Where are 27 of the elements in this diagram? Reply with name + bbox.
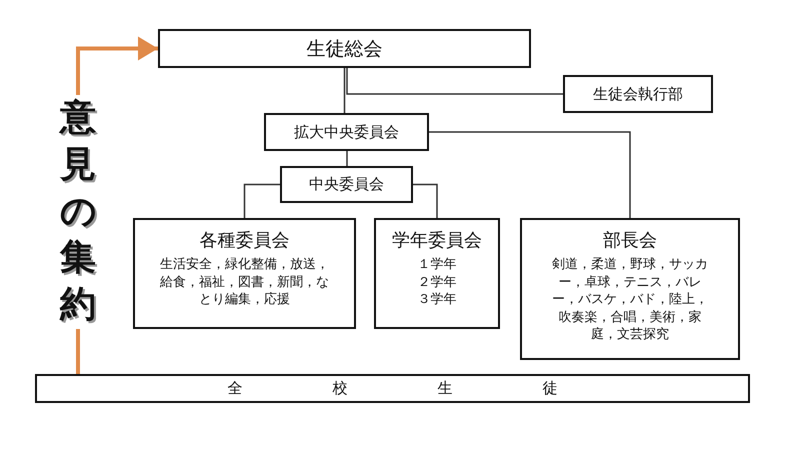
committee-box bbox=[133, 218, 356, 329]
node-title: 生徒総会 bbox=[306, 36, 382, 62]
committee-box bbox=[280, 166, 413, 203]
executive-box bbox=[563, 75, 713, 113]
node-title: 各種委員会 bbox=[200, 229, 290, 252]
node-title: 全校生徒 bbox=[228, 379, 648, 398]
node-title: 学年委員会 bbox=[392, 229, 482, 252]
connector-line bbox=[244, 184, 280, 218]
connector-line bbox=[346, 151, 348, 166]
node-title: 部長会 bbox=[603, 229, 657, 252]
node-title: 中央委員会 bbox=[309, 175, 384, 194]
committee-box bbox=[264, 113, 429, 151]
grade-label: １学年 bbox=[418, 256, 456, 274]
member-list: 剣道，柔道，野球，サッカー，卓球，テニス，バレー，バスケ，バド，陸上，吹奏楽，合唱，美術，家庭，文芸探究 bbox=[546, 256, 714, 344]
grade-label: ２学年 bbox=[418, 274, 456, 292]
student-body-box bbox=[35, 374, 750, 403]
node-title: 生徒会執行部 bbox=[593, 84, 683, 104]
committee-box bbox=[374, 218, 500, 329]
connector-line bbox=[344, 68, 346, 113]
assembly-box bbox=[158, 29, 531, 68]
club-leaders-box bbox=[520, 218, 740, 360]
connector-line bbox=[429, 131, 631, 218]
member-list: 生活安全，緑化整備，放送，給食，福祉，図書，新聞，なとり編集，応援 bbox=[159, 256, 330, 309]
connector-line bbox=[346, 68, 563, 95]
connector-line bbox=[413, 184, 438, 218]
grade-label: ３学年 bbox=[418, 291, 456, 309]
node-title: 拡大中央委員会 bbox=[294, 122, 399, 142]
